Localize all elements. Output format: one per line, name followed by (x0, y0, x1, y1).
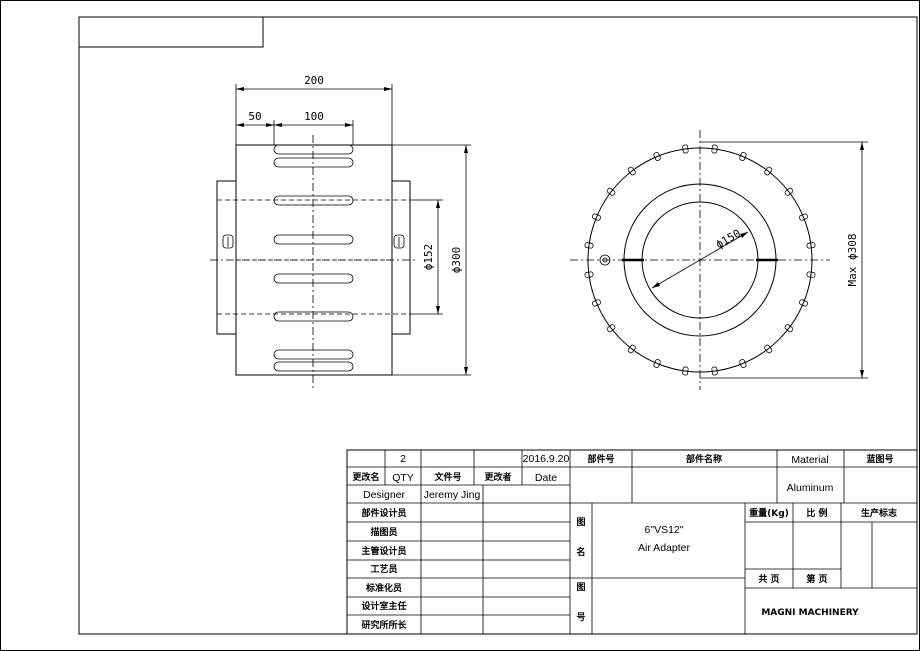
part-title-line2: Air Adapter (638, 542, 690, 554)
rev-date: 2016.9.20 (523, 453, 570, 465)
weight-label: 重量(Kg) (749, 507, 789, 519)
rim-bump (592, 299, 601, 307)
left-pin (222, 234, 234, 249)
rim-bump (799, 213, 808, 221)
rim-bumps (584, 144, 816, 376)
rim-bump (627, 166, 636, 176)
role-standardization: 标准化员 (365, 582, 402, 594)
drawing-name-char-1: 图 (576, 517, 585, 528)
rim-bump (784, 187, 794, 196)
dim-outer-dia: ϕ300 (450, 247, 463, 274)
rim-bump (627, 344, 636, 354)
company-name: MAGNI MACHINERY (761, 608, 859, 618)
rim-bump (606, 187, 616, 196)
change-name-label: 更改名 (352, 471, 379, 483)
role-process-engineer: 工艺员 (370, 563, 397, 575)
rim-bump (682, 144, 689, 154)
dim-spacing-100: 100 (304, 110, 324, 123)
role-part-designer: 部件设计员 (361, 507, 406, 519)
title-block: 2 2016.9.20 部件号 部件名称 Material 蓝图号 更改名 QT… (346, 449, 918, 635)
production-mark-label: 生产标志 (861, 507, 897, 519)
drawing-name-char-2: 名 (576, 546, 585, 558)
page-no-label: 第 页 (806, 573, 827, 585)
rim-bump (711, 144, 718, 154)
drawing-no-label: 蓝图号 (866, 453, 893, 465)
rim-bump (592, 213, 601, 221)
rim-bump (653, 152, 661, 161)
rim-bump (606, 324, 616, 333)
role-institute-director: 研究所所长 (361, 619, 407, 631)
side-view: 200 50 100 ϕ152 ϕ300 (210, 74, 471, 390)
dim-bore-dia: ϕ150 (714, 227, 743, 252)
end-view: ϕ150 Max ϕ308 (570, 130, 868, 390)
changer-label: 更改者 (484, 471, 511, 483)
role-chief-designer: 主管设计员 (361, 545, 406, 557)
part-name-label: 部件名称 (686, 453, 722, 465)
material-value: Aluminum (787, 482, 834, 494)
part-no-label: 部件号 (587, 453, 614, 465)
total-pages-label: 共 页 (758, 573, 779, 585)
rim-bump (739, 359, 747, 368)
rim-bump (806, 242, 816, 249)
rim-bump (799, 299, 808, 307)
rim-bump (584, 242, 594, 249)
rim-bump (584, 271, 594, 278)
rim-bump (711, 366, 718, 376)
role-office-director: 设计室主任 (361, 600, 406, 612)
rim-bump (739, 152, 747, 161)
dim-offset-50: 50 (248, 110, 261, 123)
top-left-label-box (78, 16, 264, 48)
rim-bump (682, 366, 689, 376)
rev-qty: 2 (400, 453, 406, 465)
rim-bump (806, 271, 816, 278)
material-label: Material (791, 454, 828, 466)
designer-label: Designer (363, 489, 406, 501)
role-draftsman: 描图员 (370, 526, 397, 538)
date-label: Date (535, 472, 557, 484)
slot-row (273, 144, 354, 372)
part-title-line1: 6"VS12" (645, 524, 684, 536)
right-flange (391, 180, 411, 335)
file-no-label: 文件号 (433, 471, 461, 483)
rim-bump (764, 344, 773, 354)
rim-bump (764, 166, 773, 176)
dim-length-200: 200 (304, 74, 324, 87)
scale-label: 比 例 (806, 507, 827, 519)
right-pin (393, 234, 405, 249)
qty-label: QTY (392, 472, 414, 484)
dim-inner-dia: ϕ152 (422, 244, 435, 271)
rim-bump (784, 324, 794, 333)
drawing-no-char-1: 图 (576, 582, 585, 593)
drawing-no-char-2: 号 (576, 612, 585, 623)
dim-max-dia: Max ϕ308 (846, 234, 859, 287)
designer-name: Jeremy Jing (424, 489, 481, 501)
rim-bump (653, 359, 661, 368)
left-flange (216, 180, 237, 335)
